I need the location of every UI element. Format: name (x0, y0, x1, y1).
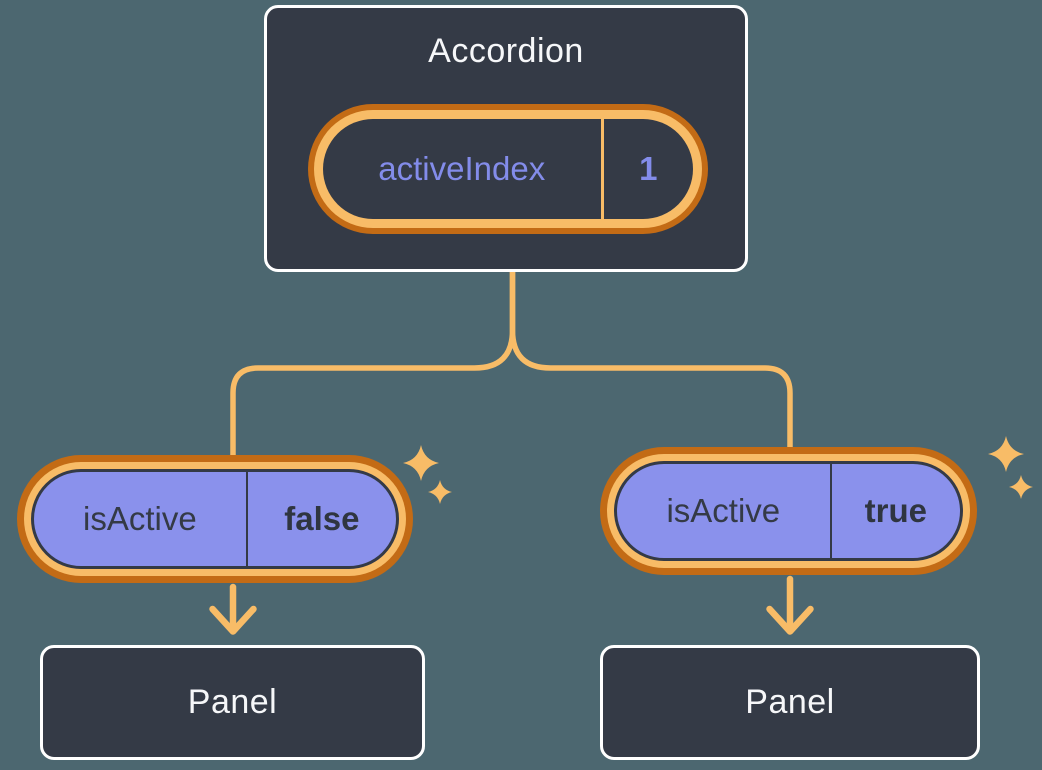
accordion-title: Accordion (428, 32, 584, 70)
state-pill-inner-ring: activeIndex 1 (314, 110, 702, 228)
panel-component-box-right: Panel (600, 645, 980, 760)
state-pill-activeindex: activeIndex 1 (308, 104, 708, 234)
panel-title: Panel (187, 683, 278, 721)
connector-left-branch (230, 269, 516, 461)
arrow-down-left (209, 583, 257, 635)
sparkle-icon (1009, 475, 1033, 499)
sparkle-icon (403, 445, 439, 481)
prop-pill-value: false (284, 500, 360, 537)
prop-pill-label: isActive (83, 500, 197, 537)
accordion-component-box: Accordion activeIndex 1 (264, 5, 748, 272)
state-pill-label: activeIndex (378, 150, 546, 187)
panel-component-box-left: Panel (40, 645, 425, 760)
state-pill-divider (600, 119, 604, 219)
sparkle-icon (988, 436, 1024, 472)
sparkle-icon (428, 480, 452, 504)
connector-right-branch (509, 269, 793, 453)
prop-pill-inner-ring: isActive true (607, 454, 970, 568)
prop-pill-isactive-true: isActive true (600, 447, 977, 575)
prop-pill-isactive-false: isActive false (17, 455, 413, 583)
tree-connector (230, 269, 793, 461)
state-pill-value: 1 (639, 150, 658, 187)
prop-pill-divider (829, 464, 832, 558)
arrow-down-right (766, 575, 814, 635)
panel-title: Panel (745, 683, 835, 721)
prop-pill-label: isActive (666, 492, 781, 529)
prop-pill-inner-ring: isActive false (24, 462, 406, 576)
prop-pill-divider (245, 472, 248, 566)
prop-pill-value: true (864, 492, 927, 529)
